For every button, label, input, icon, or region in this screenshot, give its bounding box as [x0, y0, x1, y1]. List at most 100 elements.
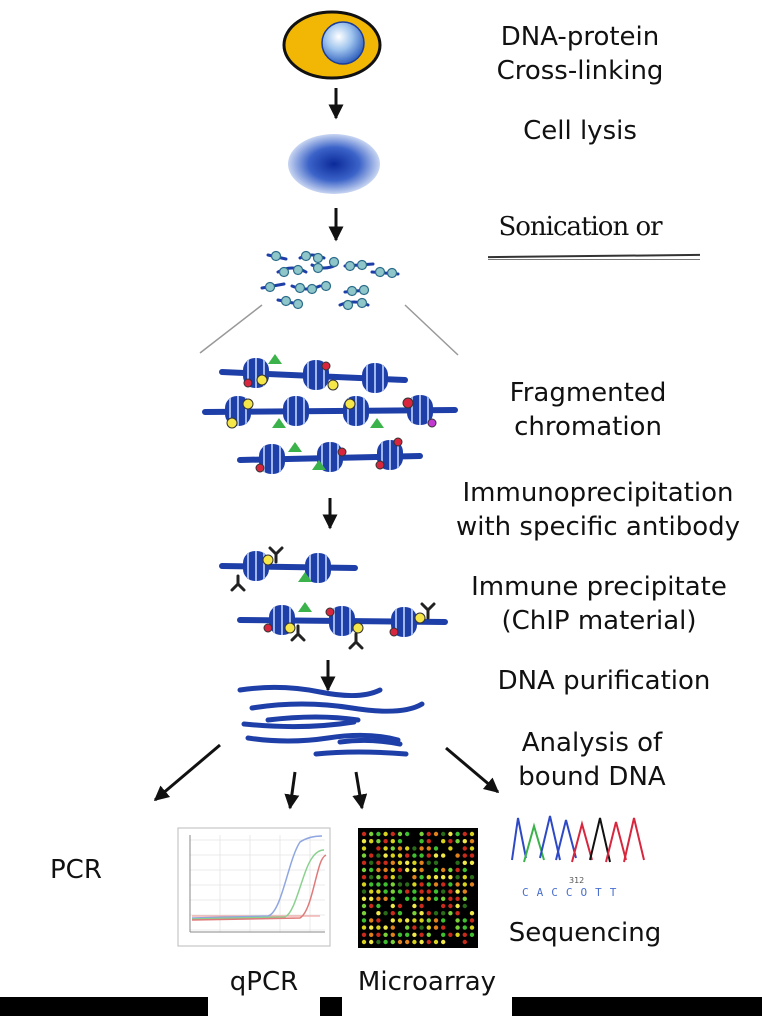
microarray-spot: [419, 882, 424, 887]
microarray-spot: [455, 925, 460, 930]
microarray-spot: [383, 875, 388, 880]
microarray-spot: [405, 853, 410, 858]
microarray-spot: [441, 867, 446, 873]
microarray-spot: [390, 882, 395, 887]
microarray-spot: [419, 889, 424, 894]
microarray-spot: [369, 903, 374, 909]
purified-dna-icon: [237, 684, 425, 757]
microarray-spot: [441, 896, 446, 901]
microarray-spot: [462, 903, 467, 909]
microarray-spot: [426, 860, 431, 865]
microarray-spot: [433, 860, 439, 865]
crosslink-line2: Cross-linking: [496, 56, 664, 86]
microarray-spot: [462, 839, 467, 844]
microarray-spot: [361, 896, 367, 901]
microarray-spot: [455, 889, 460, 894]
microarray-spot: [433, 831, 439, 837]
microarray-spot: [383, 939, 388, 945]
microarray-spot: [419, 831, 424, 837]
microarray-spot: [383, 882, 388, 887]
microarray-spot: [433, 896, 439, 901]
microarray-spot: [426, 925, 431, 930]
microarray-spot: [361, 867, 367, 873]
ip-line2: with specific antibody: [455, 512, 741, 542]
microarray-spot: [419, 903, 424, 909]
microarray-spot: [433, 918, 439, 923]
microarray-spot: [419, 939, 424, 945]
microarray-spot: [383, 839, 388, 844]
microarray-spot: [412, 853, 417, 858]
microarray-spot: [383, 831, 388, 837]
microarray-spot: [455, 831, 460, 837]
microarray-spot: [405, 889, 410, 894]
zoom-lines: [199, 304, 459, 356]
microarray-spot: [469, 911, 475, 916]
microarray-spot: [426, 911, 431, 916]
microarray-spot: [397, 911, 403, 916]
microarray-spot: [376, 932, 381, 937]
microarray-spot: [412, 903, 417, 909]
microarray-spot: [412, 867, 417, 873]
microarray-spot: [462, 831, 467, 837]
microarray-spot: [419, 925, 424, 930]
microarray-spot: [441, 903, 446, 909]
microarray-spot: [412, 846, 417, 851]
microarray-spot: [369, 896, 374, 901]
microarray-spot: [469, 882, 475, 887]
microarray-spot: [419, 932, 424, 937]
microarray-spot: [426, 896, 431, 901]
microarray-spot: [433, 925, 439, 930]
microarray-spot: [455, 882, 460, 887]
microarray-spot: [390, 918, 395, 923]
microarray-spot: [369, 932, 374, 937]
microarray-spot: [369, 918, 374, 923]
microarray-spot: [469, 932, 475, 937]
microarray-spot: [361, 918, 367, 923]
microarray-spot: [397, 882, 403, 887]
microarray-spot: [383, 853, 388, 858]
microarray-spot: [419, 853, 424, 858]
microarray-spot: [433, 853, 439, 858]
microarray-spot: [448, 846, 453, 851]
microarray-spot: [405, 939, 410, 945]
step-crosslinking-label: DNA-protein Cross-linking: [480, 20, 680, 88]
step-fragmented-label: Fragmented chromation: [488, 376, 688, 444]
microarray-spot: [419, 918, 424, 923]
lysed-cell-icon: [288, 134, 380, 194]
sequencing-trace-icon: [511, 815, 645, 863]
microarray-spot: [448, 932, 453, 937]
microarray-spot: [426, 853, 431, 858]
microarray-spot: [361, 932, 367, 937]
microarray-spot: [369, 889, 374, 894]
microarray-spot: [369, 867, 374, 873]
sheared-dna-fragments-icon: [260, 250, 400, 311]
microarray-spot: [397, 846, 403, 851]
microarray-spot: [390, 846, 395, 851]
step-purification-label: DNA purification: [497, 666, 711, 696]
microarray-spot: [433, 867, 439, 873]
step-lysis-label: Cell lysis: [523, 116, 637, 146]
microarray-spot: [376, 911, 381, 916]
microarray-spot: [376, 831, 381, 837]
microarray-spot: [448, 839, 453, 844]
microarray-spot: [397, 831, 403, 837]
immune-line2: (ChIP material): [501, 606, 697, 636]
microarray-spot: [369, 939, 374, 945]
microarray-spot: [419, 860, 424, 865]
microarray-spot: [405, 918, 410, 923]
microarray-spot: [448, 889, 453, 894]
microarray-spot: [441, 932, 446, 937]
microarray-spot: [448, 896, 453, 901]
microarray-spot: [433, 911, 439, 916]
microarray-spot: [376, 889, 381, 894]
microarray-spot: [397, 903, 403, 909]
microarray-spot: [390, 831, 395, 837]
method-microarray-label: Microarray: [357, 967, 497, 997]
microarray-spot: [376, 853, 381, 858]
sonication-underline-2: [488, 259, 700, 260]
step-ip-label: Immunoprecipitation with specific antibo…: [448, 476, 748, 544]
microarray-spot: [405, 860, 410, 865]
microarray-spot: [390, 860, 395, 865]
microarray-spot: [369, 853, 374, 858]
fragmented-chromatin-icon: [202, 354, 458, 475]
